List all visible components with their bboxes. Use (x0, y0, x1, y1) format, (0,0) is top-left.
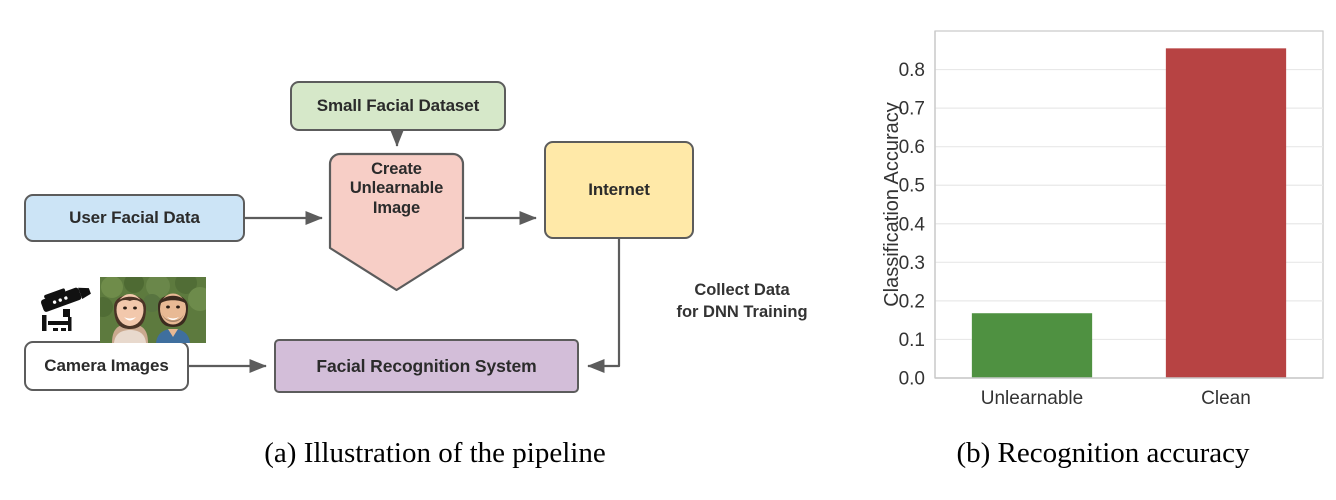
bar-clean[interactable] (1165, 48, 1287, 378)
node-label: Facial Recognition System (316, 355, 537, 376)
cctv-camera-icon (40, 287, 91, 331)
y-axis-tick-label: 0.3 (899, 253, 925, 274)
x-axis-tick-label: Unlearnable (981, 388, 1083, 409)
y-axis-tick-label: 0.2 (899, 291, 925, 312)
node-label-line1: Create (371, 160, 422, 178)
y-axis-tick-label: 0.5 (899, 176, 925, 197)
node-label-line2: Unlearnable (349, 179, 444, 198)
edge-label-collect-data: Collect Data for DNN Training (652, 280, 832, 324)
camera-and-photo-cluster (38, 277, 206, 343)
caption-panel-a: (a) Illustration of the pipeline (264, 437, 606, 469)
shield-shape-create-unlearnable (328, 152, 465, 292)
node-label: Small Facial Dataset (316, 95, 480, 115)
node-label: Camera Images (44, 355, 169, 375)
x-axis-tick-label: Clean (1201, 388, 1251, 409)
node-user-facial-data[interactable]: User Facial Data (24, 194, 245, 242)
node-small-facial-dataset[interactable]: Small Facial Dataset (290, 81, 506, 131)
y-axis-tick-label: 0.8 (899, 60, 925, 81)
bar-unlearnable[interactable] (971, 313, 1093, 378)
y-axis-tick-label: 0.4 (899, 214, 926, 235)
y-axis-title: Classification Accuracy (881, 102, 903, 307)
node-label-line3: Image (372, 198, 421, 217)
y-axis-tick-label: 0.6 (899, 137, 925, 158)
node-internet[interactable]: Internet (544, 141, 694, 239)
y-axis-tick-label: 0.7 (899, 99, 925, 120)
node-camera-images[interactable]: Camera Images (24, 341, 189, 391)
edge-label-line1: Collect Data (694, 281, 790, 299)
diagram-connectors (189, 129, 621, 374)
edge-internet-to-frs (587, 239, 621, 374)
two-faces-photo (100, 277, 206, 343)
node-label: Internet (588, 179, 650, 199)
y-axis-tick-label: 0.0 (899, 369, 925, 390)
y-axis-tick-label: 0.1 (899, 330, 925, 351)
node-label: User Facial Data (69, 207, 200, 227)
node-facial-recognition-system[interactable]: Facial Recognition System (274, 339, 579, 393)
caption-panel-b: (b) Recognition accuracy (956, 437, 1250, 469)
edge-label-line2: for DNN Training (676, 302, 808, 321)
panel-a-pipeline-diagram: User Facial Data Small Facial Dataset Cr… (24, 81, 832, 393)
node-create-unlearnable-image[interactable]: Create Unlearnable Image (330, 152, 463, 292)
